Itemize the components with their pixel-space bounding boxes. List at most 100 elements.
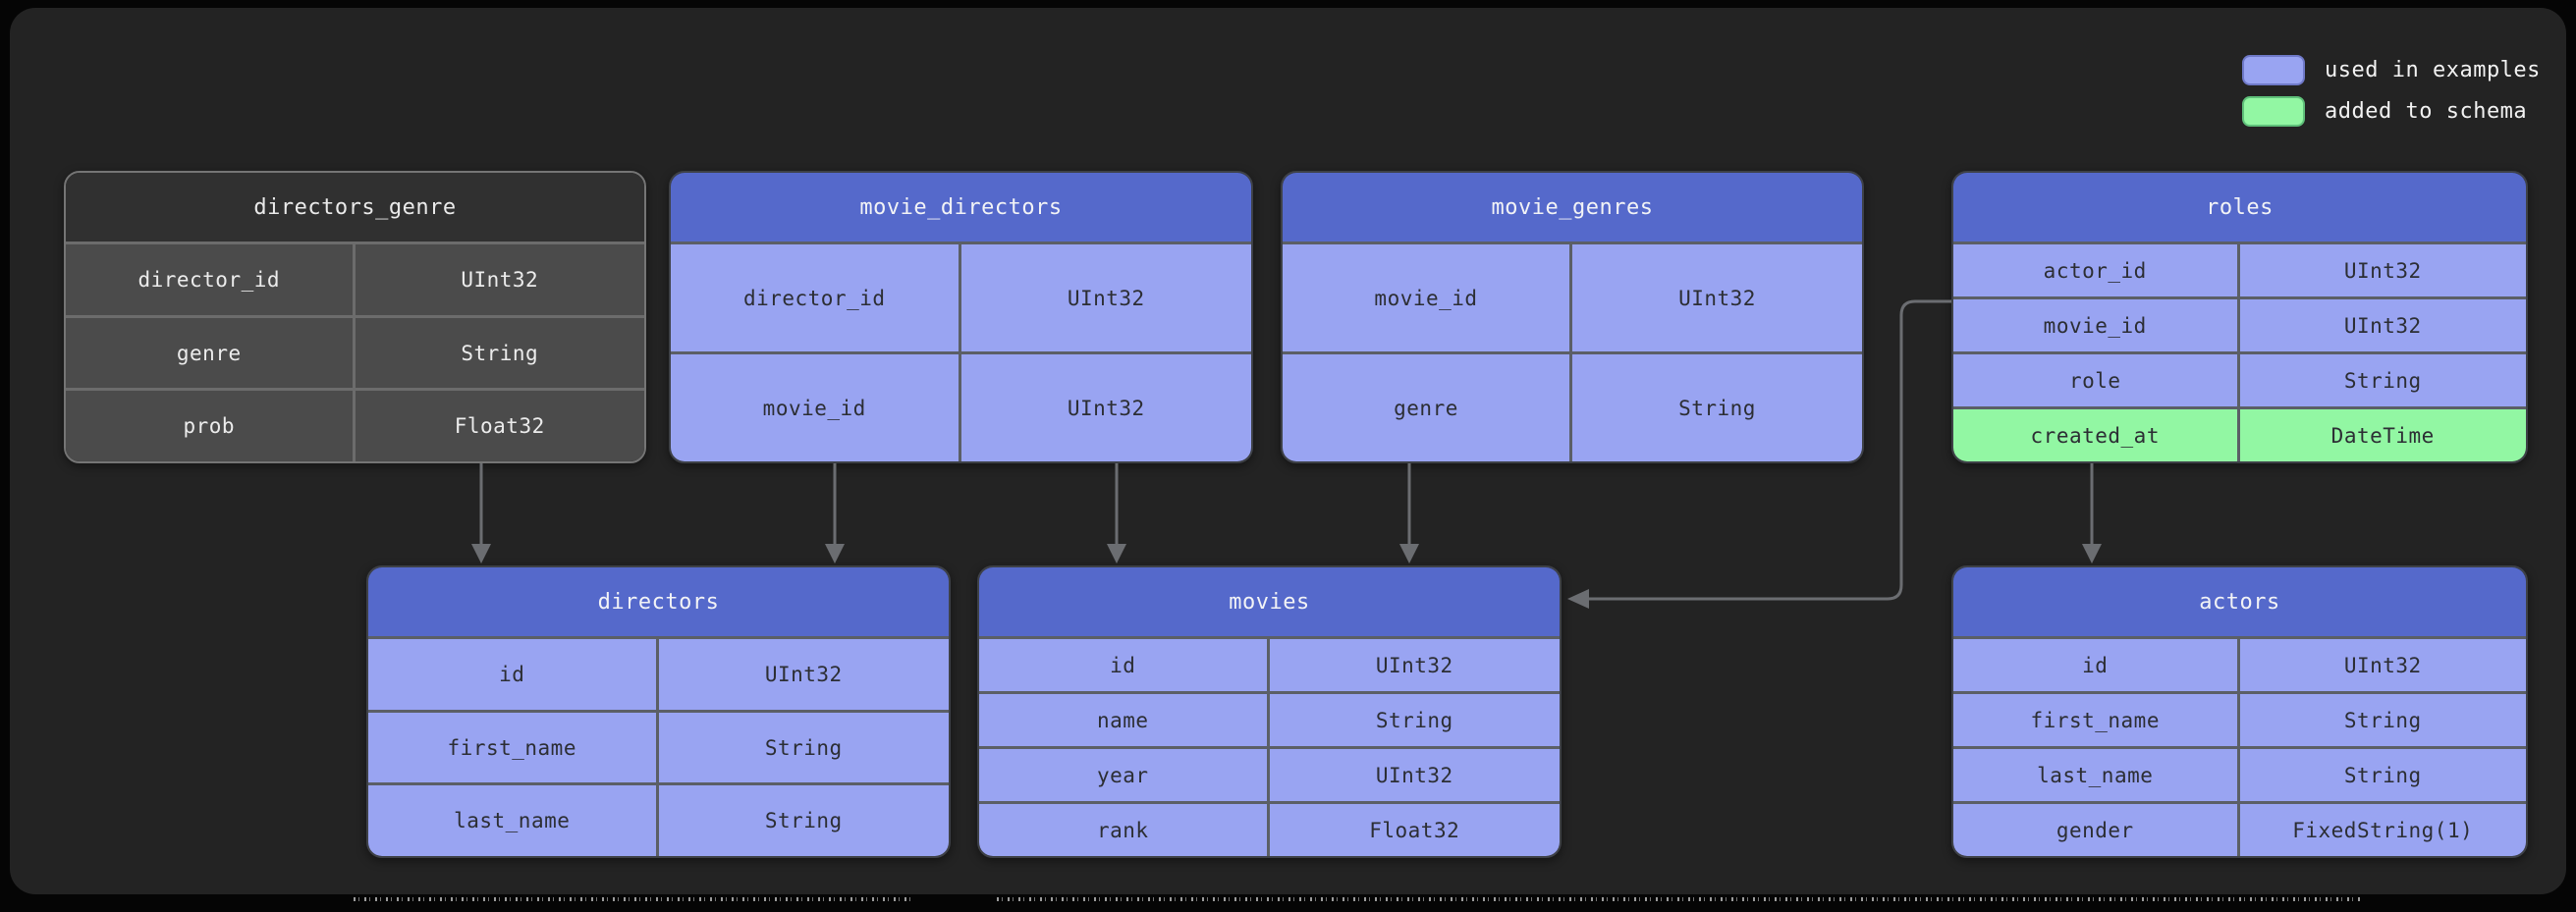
column-row-id: id UInt32 — [979, 639, 1560, 691]
column-type: UInt32 — [2343, 313, 2422, 338]
table-title-directors_genre: directors_genre — [66, 173, 644, 244]
column-name: last_name — [368, 785, 659, 856]
column-name: last_name — [1953, 749, 2240, 801]
column-row-id: id UInt32 — [1953, 639, 2526, 691]
column-name: prob — [66, 391, 356, 461]
legend-swatch-used-icon — [2242, 55, 2305, 85]
column-type: FixedString(1) — [2292, 818, 2474, 842]
column-row-prob: prob Float32 — [66, 388, 644, 461]
arrowhead-down — [825, 544, 845, 563]
arrowhead-down — [2082, 544, 2102, 563]
column-type: UInt32 — [1678, 286, 1756, 310]
column-name: first_name — [368, 712, 659, 783]
column-row-id: id UInt32 — [368, 639, 949, 710]
column-type: UInt32 — [1067, 286, 1145, 310]
column-name: id — [979, 639, 1270, 691]
column-name: director_id — [671, 244, 961, 351]
column-type: UInt32 — [1375, 653, 1453, 677]
table-title-movie_genres: movie_genres — [1283, 173, 1862, 244]
column-type: String — [764, 809, 843, 833]
column-type: Float32 — [454, 414, 545, 439]
column-type: UInt32 — [1375, 763, 1453, 787]
column-type: String — [764, 735, 843, 760]
column-name: movie_id — [1953, 299, 2240, 351]
table-body: movie_id UInt32 genre String — [1283, 244, 1862, 461]
column-row-first_name: first_name String — [1953, 691, 2526, 746]
arrowhead-down — [471, 544, 491, 563]
column-name: created_at — [1953, 409, 2240, 461]
column-type: String — [1375, 708, 1453, 732]
column-row-movie_id: movie_id UInt32 — [1283, 244, 1862, 351]
column-type: UInt32 — [2343, 258, 2422, 283]
legend-label-used: used in examples — [2325, 58, 2541, 82]
column-row-name: name String — [979, 691, 1560, 746]
legend: used in examples added to schema — [2242, 55, 2541, 127]
screen-edge-artifact — [354, 897, 913, 901]
screen-edge-artifact — [997, 897, 2362, 901]
column-row-movie_id: movie_id UInt32 — [671, 351, 1251, 461]
column-name: rank — [979, 804, 1270, 856]
column-row-rank: rank Float32 — [979, 801, 1560, 856]
table-title-actors: actors — [1953, 567, 2526, 639]
table-title-directors: directors — [368, 567, 949, 639]
column-name: name — [979, 694, 1270, 746]
column-name: gender — [1953, 804, 2240, 856]
column-row-director_id: director_id UInt32 — [671, 244, 1251, 351]
table-title-movie_directors: movie_directors — [671, 173, 1251, 244]
column-row-year: year UInt32 — [979, 746, 1560, 801]
column-name: first_name — [1953, 694, 2240, 746]
column-row-created_at: created_at DateTime — [1953, 406, 2526, 461]
column-row-first_name: first_name String — [368, 709, 949, 783]
legend-label-added: added to schema — [2325, 99, 2528, 124]
column-type: DateTime — [2330, 423, 2435, 448]
column-row-gender: gender FixedString(1) — [1953, 801, 2526, 856]
column-name: year — [979, 749, 1270, 801]
column-name: role — [1953, 354, 2240, 406]
column-type: String — [2343, 708, 2422, 732]
table-title-movies: movies — [979, 567, 1560, 639]
column-name: actor_id — [1953, 244, 2240, 296]
table-title-roles: roles — [1953, 173, 2526, 244]
column-row-actor_id: actor_id UInt32 — [1953, 244, 2526, 296]
arrowhead-down — [1399, 544, 1419, 563]
column-row-genre: genre String — [66, 314, 644, 389]
column-type: UInt32 — [1067, 396, 1145, 420]
column-type: UInt32 — [2343, 653, 2422, 677]
legend-item-added-to-schema: added to schema — [2242, 96, 2541, 127]
column-type: UInt32 — [764, 662, 843, 686]
column-name: movie_id — [671, 354, 961, 461]
column-type: String — [1678, 396, 1756, 420]
column-row-last_name: last_name String — [368, 782, 949, 856]
arrowhead-down — [1107, 544, 1126, 563]
column-name: genre — [66, 317, 356, 389]
column-name: movie_id — [1283, 244, 1572, 351]
legend-item-used-in-examples: used in examples — [2242, 55, 2541, 85]
arrowhead-left — [1567, 589, 1589, 609]
column-type: UInt32 — [461, 267, 539, 292]
column-name: id — [1953, 639, 2240, 691]
column-type: String — [461, 341, 539, 365]
legend-swatch-added-icon — [2242, 96, 2305, 127]
column-type: String — [2343, 368, 2422, 393]
column-row-role: role String — [1953, 351, 2526, 406]
column-row-movie_id: movie_id UInt32 — [1953, 296, 2526, 351]
column-row-genre: genre String — [1283, 351, 1862, 461]
column-type: Float32 — [1369, 818, 1460, 842]
column-name: id — [368, 639, 659, 710]
column-type: String — [2343, 763, 2422, 787]
column-name: genre — [1283, 354, 1572, 461]
